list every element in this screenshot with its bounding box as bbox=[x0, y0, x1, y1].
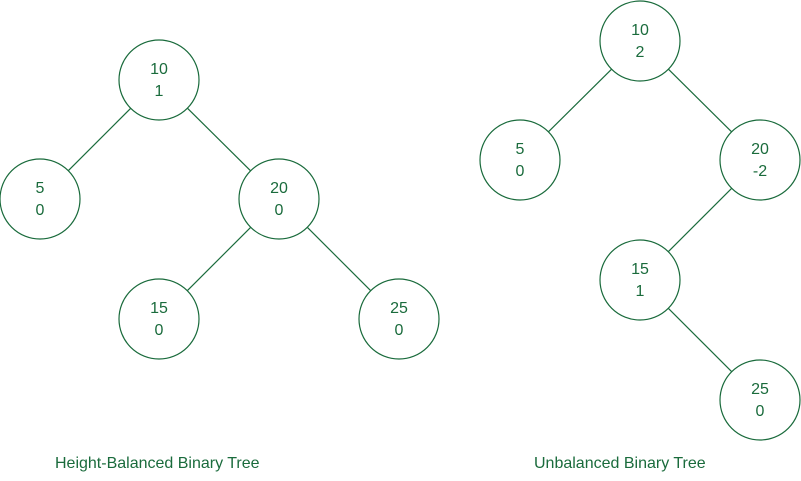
unbalanced-edge-u20-u15 bbox=[667, 187, 733, 253]
node-value: 20 bbox=[751, 141, 769, 158]
unbalanced-tree-caption: Unbalanced Binary Tree bbox=[534, 455, 706, 472]
balanced-tree-node: 250 bbox=[358, 278, 440, 360]
unbalanced-tree-node: 20-2 bbox=[719, 119, 801, 201]
node-balance-factor: 0 bbox=[36, 202, 45, 219]
node-circle bbox=[358, 278, 440, 360]
balanced-edge-b20-b25 bbox=[306, 226, 372, 292]
unbalanced-edge-u15-u25 bbox=[667, 307, 733, 373]
node-value: 5 bbox=[516, 141, 525, 158]
node-value: 15 bbox=[631, 261, 649, 278]
node-value: 10 bbox=[150, 61, 168, 78]
balanced-tree-node: 150 bbox=[118, 278, 200, 360]
balanced-tree-node: 101 bbox=[118, 39, 200, 121]
node-circle bbox=[599, 239, 681, 321]
node-balance-factor: 1 bbox=[155, 83, 164, 100]
node-circle bbox=[719, 359, 801, 441]
node-value: 10 bbox=[631, 22, 649, 39]
balanced-tree-node: 200 bbox=[238, 158, 320, 240]
node-value: 25 bbox=[751, 381, 769, 398]
balanced-tree-caption: Height-Balanced Binary Tree bbox=[55, 455, 260, 472]
unbalanced-tree-node: 102 bbox=[599, 0, 681, 82]
unbalanced-tree-node: 50 bbox=[479, 119, 561, 201]
node-circle bbox=[118, 39, 200, 121]
unbalanced-tree-node: 250 bbox=[719, 359, 801, 441]
unbalanced-edge-u10-u20 bbox=[667, 68, 733, 133]
node-circle bbox=[238, 158, 320, 240]
balanced-edge-b20-b15 bbox=[186, 226, 252, 292]
node-circle bbox=[0, 158, 81, 240]
node-balance-factor: 0 bbox=[516, 163, 525, 180]
node-circle bbox=[479, 119, 561, 201]
node-value: 20 bbox=[270, 180, 288, 197]
node-balance-factor: 0 bbox=[275, 202, 284, 219]
balanced-edge-b10-b20 bbox=[186, 107, 252, 172]
node-circle bbox=[118, 278, 200, 360]
node-circle bbox=[719, 119, 801, 201]
node-balance-factor: 0 bbox=[395, 322, 404, 339]
unbalanced-tree-node: 151 bbox=[599, 239, 681, 321]
balanced-edge-b10-b5 bbox=[67, 107, 132, 172]
node-balance-factor: 0 bbox=[155, 322, 164, 339]
node-balance-factor: 2 bbox=[636, 44, 645, 61]
node-balance-factor: 0 bbox=[756, 403, 765, 420]
node-balance-factor: -2 bbox=[753, 163, 767, 180]
node-value: 25 bbox=[390, 300, 408, 317]
node-value: 5 bbox=[36, 180, 45, 197]
node-balance-factor: 1 bbox=[636, 283, 645, 300]
node-value: 15 bbox=[150, 300, 168, 317]
node-circle bbox=[599, 0, 681, 82]
balanced-tree-node: 50 bbox=[0, 158, 81, 240]
unbalanced-edge-u10-u5 bbox=[547, 68, 613, 133]
